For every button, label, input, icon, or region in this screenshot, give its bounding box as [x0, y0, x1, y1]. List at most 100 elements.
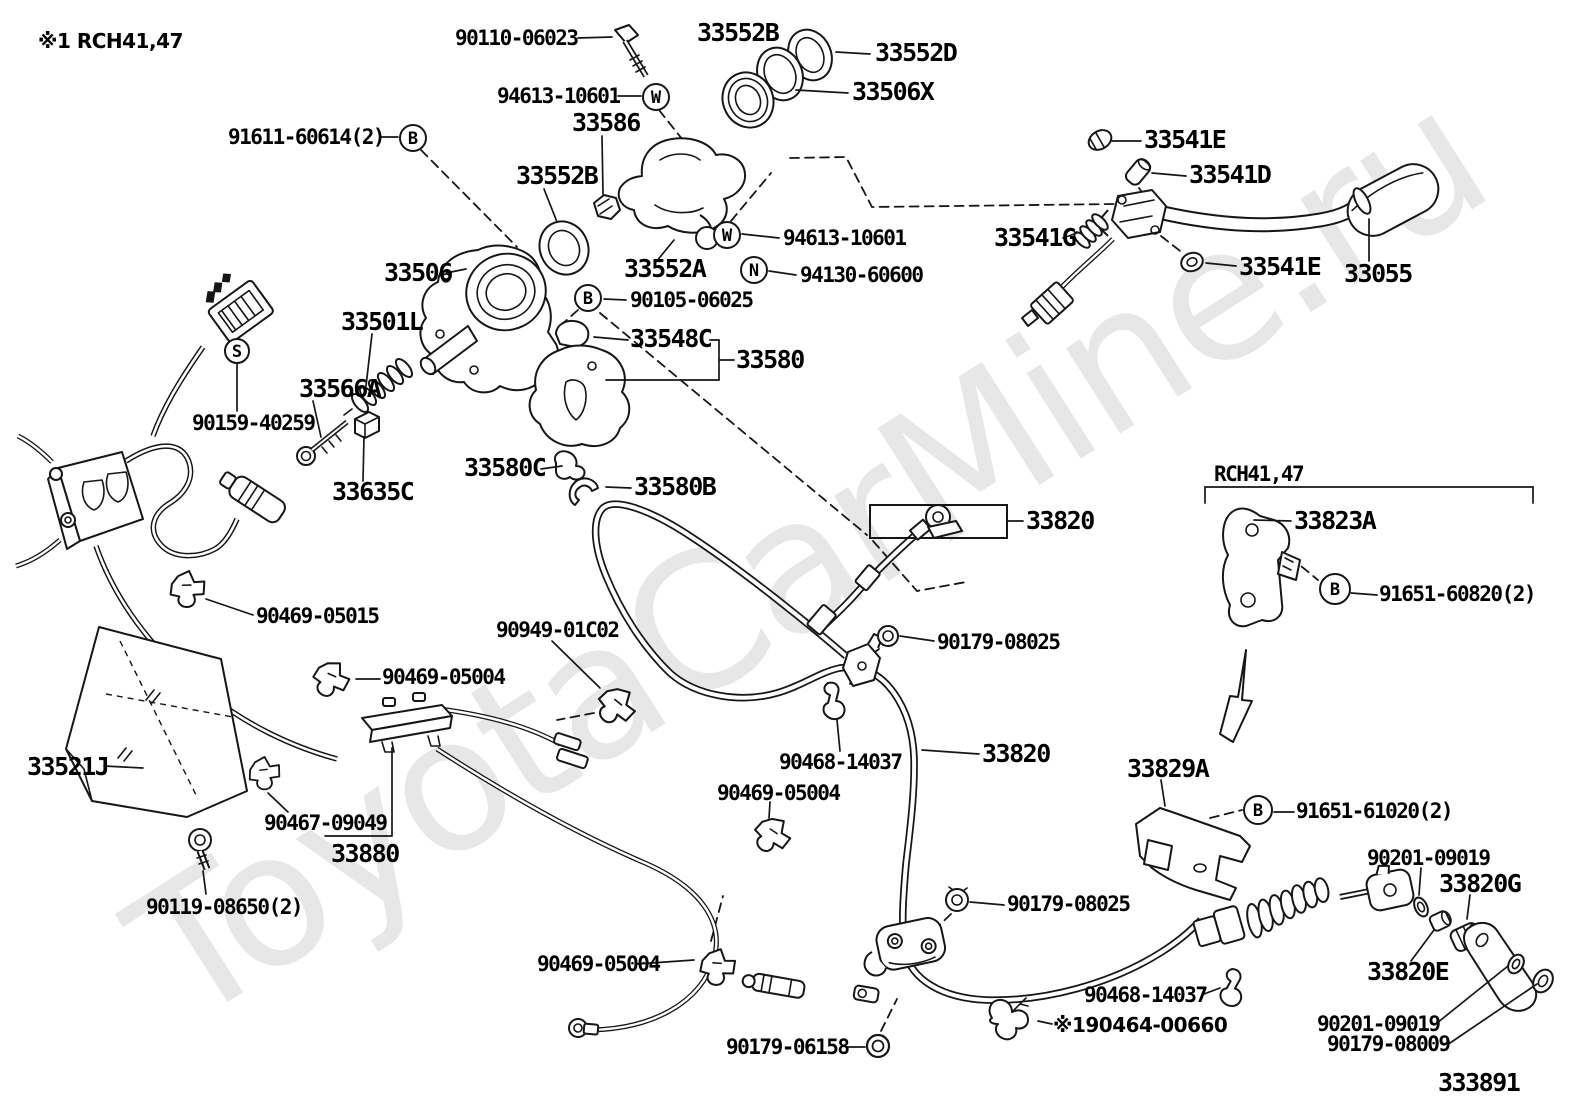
part-label-90468-14037-b: 90468-14037 — [1084, 983, 1207, 1007]
part-label-33580: 33580 — [736, 345, 804, 374]
figure-number: 333891 — [1438, 1068, 1520, 1097]
symbol-b3: B — [1330, 580, 1340, 600]
cable-socket-end — [852, 984, 880, 1004]
dashed-reference-lines — [420, 109, 1511, 1032]
part-label-94613-10601-b: 94613-10601 — [783, 226, 906, 250]
nut-90179-08025-a — [877, 625, 899, 647]
part-label-33541e-b: 33541E — [1239, 252, 1321, 281]
bolt-33566a — [296, 420, 349, 466]
symbol-w2: W — [722, 226, 733, 246]
symbol-s: S — [232, 342, 242, 362]
harness-connector — [205, 273, 274, 343]
bracket-33823a — [1222, 507, 1301, 628]
part-label-91611-60614: 91611-60614(2) — [228, 125, 384, 149]
part-label-90464-00660: ※190464-00660 — [1053, 1013, 1227, 1037]
part-label-33580c: 33580C — [464, 453, 546, 482]
shift-control-cable-33820 — [596, 504, 1201, 1000]
part-label-33820g: 33820G — [1439, 869, 1521, 898]
part-label-91651-61020: 91651-61020(2) — [1296, 799, 1452, 823]
part-label-90179-08025-b: 90179-08025 — [1007, 892, 1130, 916]
cable-anchor-bracket — [863, 917, 947, 977]
part-label-90949-01c02: 90949-01C02 — [496, 618, 619, 642]
bolt-90110-06023 — [614, 24, 649, 78]
neutral-switch-body — [47, 451, 144, 550]
part-label-33541e-a: 33541E — [1144, 125, 1226, 154]
part-label-33580b: 33580B — [634, 472, 717, 501]
ring-33541e-b — [1180, 251, 1204, 273]
thin-cable-end-fitting — [568, 1018, 600, 1038]
cable-retainer-plate-33880 — [361, 692, 453, 753]
part-label-33506x: 33506X — [852, 77, 935, 106]
part-label-90179-08009: 90179-08009 — [1327, 1032, 1450, 1056]
symbol-b1: B — [408, 129, 418, 149]
clip-33580b — [568, 477, 599, 506]
part-label-33820-b: 33820 — [982, 739, 1050, 768]
footnote-label: ※1 RCH41,47 — [38, 29, 183, 53]
clip-90469-05015 — [164, 566, 211, 612]
part-label-33521j: 33521J — [27, 752, 108, 781]
part-label-90105-06025: 90105-06025 — [630, 288, 753, 312]
part-label-33552d: 33552D — [875, 38, 957, 67]
part-label-90179-08025-a: 90179-08025 — [937, 630, 1060, 654]
part-label-33552a: 33552A — [624, 254, 707, 283]
grommet-90179-08025-b — [945, 886, 969, 912]
clip-90468-14037-b — [1217, 966, 1249, 1010]
part-label-33552b-mid: 33552B — [516, 161, 599, 190]
shift-lever-head-33552a — [593, 137, 747, 250]
part-label-33552b-top: 33552B — [697, 18, 780, 47]
retainer-housing-33506 — [419, 244, 560, 394]
part-label-90201-09019-a: 90201-09019 — [1367, 846, 1490, 870]
part-label-33541d: 33541D — [1189, 160, 1271, 189]
part-label-33880: 33880 — [331, 839, 399, 868]
part-label-90159-40259: 90159-40259 — [192, 411, 315, 435]
cap-33541e-a — [1087, 129, 1113, 151]
part-label-94613-10601-a: 94613-10601 — [497, 84, 620, 108]
bushing-rings-33552 — [538, 28, 833, 276]
bolt-90119-08650 — [188, 828, 212, 871]
cable-fitting-barrel — [741, 972, 806, 999]
symbol-b2: B — [583, 289, 593, 309]
part-label-90469-05004-a: 90469-05004 — [382, 665, 505, 689]
leader-lines — [103, 36, 1538, 1048]
bracket-33829a — [1135, 807, 1251, 901]
part-label-33541g: 33541G — [994, 223, 1076, 252]
part-label-33055: 33055 — [1344, 259, 1412, 288]
part-label-33566a: 33566A — [299, 374, 382, 403]
clip-90464-00660 — [988, 997, 1029, 1041]
clip-90468-14037-a — [822, 681, 846, 721]
symbol-circles: W B W N B S B B — [224, 83, 1351, 825]
region-label-rch4147: RCH41,47 — [1214, 462, 1304, 486]
symbol-w1: W — [651, 88, 662, 108]
part-label-90467-09049: 90467-09049 — [264, 811, 387, 835]
part-label-90469-05015: 90469-05015 — [256, 604, 379, 628]
part-label-33823a: 33823A — [1294, 506, 1377, 535]
nut-90179-06158 — [865, 1033, 891, 1059]
pigtail-connector — [219, 471, 286, 524]
clip-90469-05004-a — [309, 658, 353, 701]
part-label-33820e: 33820E — [1367, 957, 1449, 986]
part-label-33548c: 33548C — [630, 324, 712, 353]
part-label-94130-60600: 94130-60600 — [800, 263, 923, 287]
rod-end-assembly — [1192, 864, 1554, 1012]
console-panel-33521j — [65, 626, 248, 818]
shaft-spring-33501l — [343, 357, 414, 416]
cube-33635c — [354, 411, 380, 439]
part-label-33820-a: 33820 — [1026, 506, 1094, 535]
part-label-90110-06023: 90110-06023 — [455, 26, 578, 50]
down-arrow — [1219, 649, 1253, 743]
bushing-33541d — [1124, 158, 1152, 186]
symbol-b4: B — [1253, 801, 1263, 821]
cable-end-stubs — [553, 732, 589, 770]
part-label-90469-05004-b: 90469-05004 — [717, 781, 840, 805]
part-label-90119-08650: 90119-08650(2) — [146, 895, 302, 919]
part-label-91651-60820: 91651-60820(2) — [1379, 582, 1535, 606]
part-label-90201-09019-b: 90201-09019 — [1317, 1012, 1440, 1036]
part-label-33506: 33506 — [384, 258, 452, 287]
detent-parts-33548c-33580 — [528, 319, 631, 447]
part-label-33501l: 33501L — [341, 307, 424, 336]
part-label-33829a: 33829A — [1127, 754, 1210, 783]
part-label-90468-14037-a: 90468-14037 — [779, 750, 902, 774]
part-label-90469-05004-c: 90469-05004 — [537, 952, 660, 976]
